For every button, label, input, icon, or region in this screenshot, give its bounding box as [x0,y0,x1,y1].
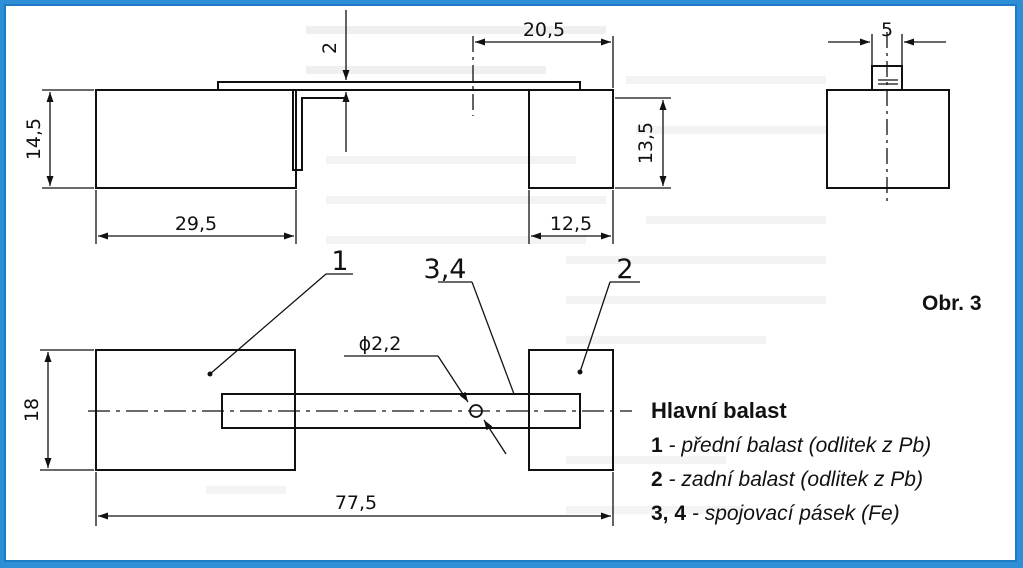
legend-title: Hlavní balast [651,398,787,423]
rear-ballast-elevation [528,89,614,189]
dim-front-height: 14,5 [23,118,45,160]
strap-bent-tab [292,90,346,171]
elevation-view [95,81,614,189]
legend-item-3: 3, 4 - spojovací pásek (Fe) [651,502,900,525]
front-ballast-elevation [95,89,297,189]
legend: Hlavní balast 1 - přední balast (odlitek… [651,398,931,525]
callout-strap: 3,4 [424,254,467,285]
legend-item-1: 1 - přední balast (odlitek z Pb) [651,434,931,457]
rear-ballast-plan [528,349,614,471]
dim-rear-length: 12,5 [550,213,592,235]
dim-front-length: 29,5 [175,213,217,235]
front-ballast-plan [95,349,296,471]
drawing-frame: 2 20,5 14,5 13,5 29,5 12,5 5 18 77,5 ϕ2,… [4,4,1017,562]
figure-label: Obr. 3 [922,292,982,315]
background-bleed [206,26,826,514]
side-dimensions [828,32,946,206]
dim-side-width: 5 [881,19,893,41]
dim-rear-height: 13,5 [635,122,657,164]
dim-total-length: 77,5 [335,492,377,514]
plan-dimensions [40,273,640,526]
dim-plan-height: 18 [21,398,43,422]
strap-plate [217,81,581,91]
side-ballast [826,89,950,189]
callout-rear: 2 [616,254,633,285]
dim-thickness: 2 [319,42,341,54]
legend-item-2: 2 - zadní balast (odlitek z Pb) [651,468,923,491]
technical-drawing: 2 20,5 14,5 13,5 29,5 12,5 5 18 77,5 ϕ2,… [21,10,982,526]
plan-view [95,349,614,471]
dim-hole: ϕ2,2 [359,333,402,355]
dim-plate-width: 20,5 [523,19,565,41]
callout-front: 1 [331,246,348,277]
elevation-dimensions [42,10,671,244]
